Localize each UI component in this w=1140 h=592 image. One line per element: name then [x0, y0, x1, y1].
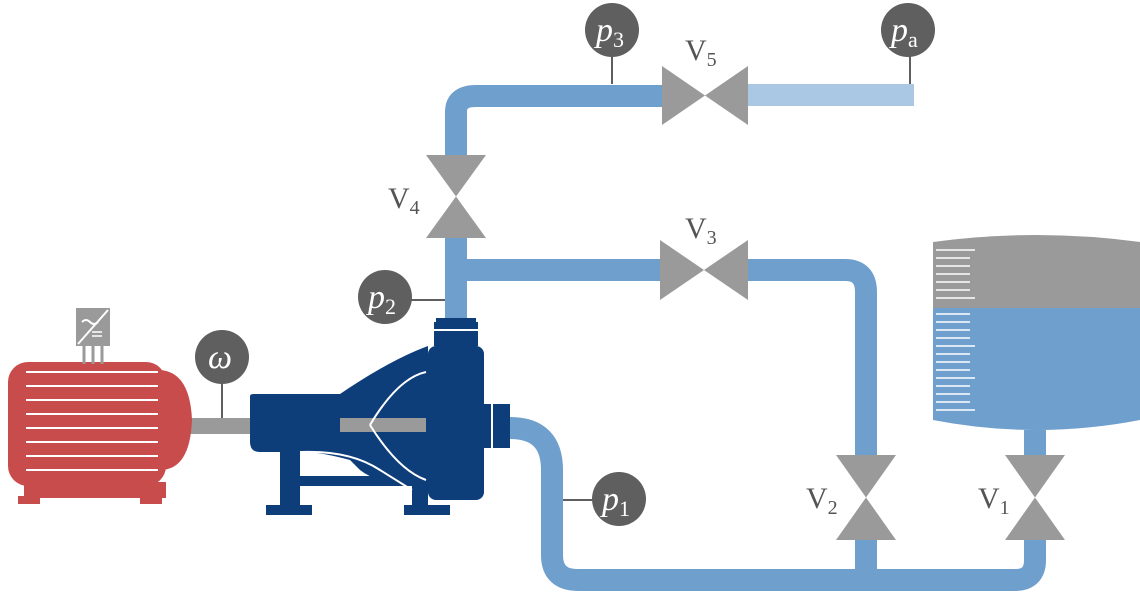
gauge-p2-label: p2: [366, 279, 396, 319]
inverter-icon: [76, 308, 110, 364]
pump-foot-right: [404, 505, 450, 515]
motor-shaft: [185, 418, 260, 434]
tank: [933, 235, 1140, 430]
valve-v4-icon[interactable]: [426, 155, 486, 238]
tank-air: [933, 235, 1140, 308]
gauge-p3-icon[interactable]: [585, 3, 639, 57]
pump-pedestal: [280, 452, 428, 505]
gauge-p1-icon[interactable]: [592, 472, 646, 526]
valve-v5-icon[interactable]: [662, 66, 748, 125]
pipe-upper-v4-v5: [445, 85, 662, 155]
gauge-omega-icon[interactable]: [195, 330, 249, 384]
pipe-network: [445, 85, 1046, 591]
pump-casing: [428, 346, 484, 500]
valve-v5-label: V5: [685, 34, 717, 71]
valve-v1-label: V1: [978, 482, 1010, 519]
motor: [8, 308, 260, 504]
pump-shaft: [340, 418, 426, 432]
valve-v1-icon[interactable]: [1005, 455, 1065, 540]
pump-base-rail: [300, 476, 412, 486]
motor-base: [24, 482, 166, 498]
tank-water: [933, 308, 1140, 430]
gauge-pa-label: pa: [889, 12, 918, 52]
gauge-p2-icon[interactable]: [358, 270, 412, 324]
pump-inlet-flange: [484, 404, 510, 448]
pump-frame: [250, 346, 428, 486]
valve-v3-icon[interactable]: [660, 240, 748, 300]
valve-v4-label: V4: [388, 182, 420, 219]
gauge-pa-icon[interactable]: [881, 3, 935, 57]
gauge-p3-label: p3: [594, 12, 624, 52]
motor-body: [8, 362, 166, 486]
gauges: p3 pa p2 p1 ω: [195, 3, 935, 526]
gauge-omega-label: ω: [208, 339, 232, 376]
pump-outlet-flange: [434, 322, 478, 346]
valve-v3-label: V3: [685, 212, 717, 249]
pump-foot-left: [266, 505, 312, 515]
tank-scale: [936, 249, 975, 411]
pump: [250, 318, 510, 515]
pipe-suction-bottom: [509, 417, 1046, 591]
valve-v2-icon[interactable]: [836, 455, 896, 540]
motor-endcap: [160, 370, 192, 470]
pipe-vent: [748, 84, 914, 106]
gauge-p1-label: p1: [600, 481, 630, 521]
valve-v2-label: V2: [806, 482, 838, 519]
